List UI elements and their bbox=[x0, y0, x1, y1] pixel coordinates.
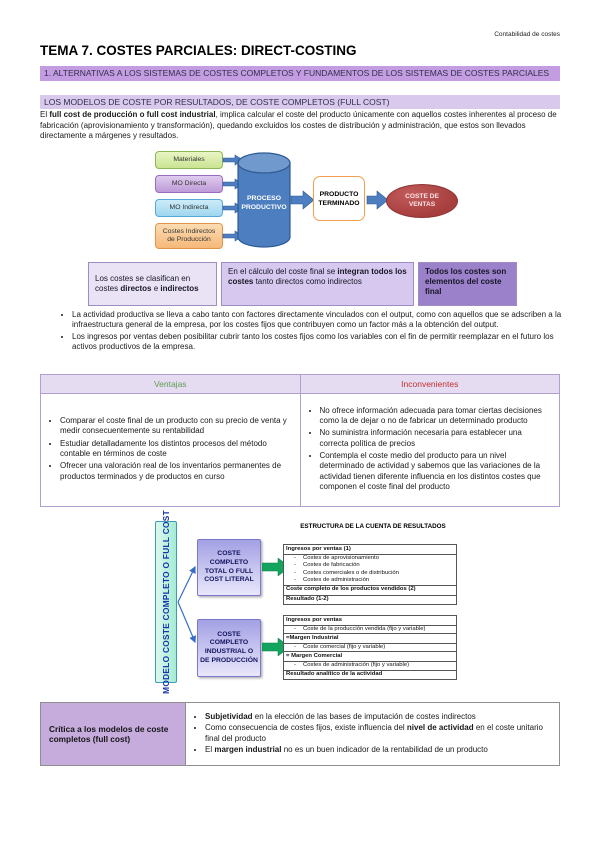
table-cell: Coste de la producción vendida (fijo y v… bbox=[303, 625, 426, 632]
ventajas-header: Ventajas bbox=[41, 375, 301, 393]
model-vertical-label-box: MODELO COSTE COMPLETO O FULL COST bbox=[155, 510, 177, 694]
cylinder-icon bbox=[237, 152, 291, 248]
pros-cons-table: Ventajas Inconvenientes Comparar el cost… bbox=[40, 374, 560, 507]
flow-input-costes-indirectos: Costes Indirectos de Producción bbox=[155, 223, 223, 249]
model-box-industrial: COSTE COMPLETO INDUSTRIAL O DE PRODUCCIÓ… bbox=[197, 619, 261, 677]
dash-marker: - bbox=[294, 554, 296, 561]
table-deductions-group: -Costes de aprovisionamiento -Costes de … bbox=[283, 553, 457, 586]
process-label: PROCESO PRODUCTIVO bbox=[241, 195, 287, 211]
dash-marker: - bbox=[294, 661, 296, 668]
list-item: Estudiar detalladamente los distintos pr… bbox=[60, 439, 292, 460]
dash-marker: - bbox=[294, 577, 296, 584]
page-title: TEMA 7. COSTES PARCIALES: DIRECT-COSTING bbox=[40, 43, 357, 58]
list-item: Ofrecer una valoración real de los inven… bbox=[60, 461, 292, 482]
table-row: -Costes de administración bbox=[284, 577, 456, 585]
critique-body-cell: Subjetividad en la elección de las bases… bbox=[186, 703, 559, 765]
sales-cost-ellipse: COSTE DE VENTAS bbox=[386, 184, 458, 218]
classification-row: Los costes se clasifican en costes direc… bbox=[88, 262, 517, 306]
list-item: Subjetividad en la elección de las bases… bbox=[205, 712, 551, 722]
results-structure-title: ESTRUCTURA DE LA CUENTA DE RESULTADOS bbox=[300, 523, 446, 530]
results-table-full-cost: Ingresos por ventas (1) -Costes de aprov… bbox=[283, 544, 457, 606]
dash-marker: - bbox=[294, 569, 296, 576]
pros-cons-body-row: Comparar el coste final de un producto c… bbox=[41, 394, 559, 506]
table-row: Resultado analítico de la actividad bbox=[283, 669, 457, 681]
intro-paragraph: El full cost de producción o full cost i… bbox=[40, 110, 557, 141]
dash-marker: - bbox=[294, 562, 296, 569]
table-cell: Costes de administración bbox=[303, 577, 370, 584]
classification-text: Los costes se clasifican en costes direc… bbox=[95, 274, 199, 293]
list-item: Contempla el coste medio del producto pa… bbox=[320, 451, 552, 492]
table-row: -Costes de fabricación bbox=[284, 562, 456, 570]
inconvenientes-cell: No ofrece información adecuada para toma… bbox=[301, 394, 560, 506]
critique-table: Crítica a los modelos de coste completos… bbox=[40, 702, 560, 766]
process-cylinder: PROCESO PRODUCTIVO bbox=[237, 152, 291, 248]
table-cell: Costes comerciales o de distribución bbox=[303, 569, 399, 576]
list-item: La actividad productiva se lleva a cabo … bbox=[72, 310, 577, 331]
connector-arrows-icon bbox=[177, 565, 196, 644]
list-item: El margen industrial no es un buen indic… bbox=[205, 745, 551, 755]
dash-marker: - bbox=[294, 643, 296, 650]
inconvenientes-header: Inconvenientes bbox=[401, 379, 459, 389]
flow-input-mo-indirecta: MO Indirecta bbox=[155, 199, 223, 217]
list-item: Comparar el coste final de un producto c… bbox=[60, 416, 292, 437]
dash-marker: - bbox=[294, 625, 296, 632]
list-item: No ofrece información adecuada para toma… bbox=[320, 406, 552, 427]
model-box-full-cost-literal: COSTE COMPLETO TOTAL O FULL COST LITERAL bbox=[197, 539, 261, 596]
list-item: Como consecuencia de costes fijos, exist… bbox=[205, 723, 551, 744]
table-row: Resultado (1-2) bbox=[283, 594, 457, 606]
principles-list: La actividad productiva se lleva a cabo … bbox=[56, 310, 577, 354]
classification-box-integran-costes: En el cálculo del coste final se integra… bbox=[221, 262, 414, 306]
pros-cons-header-row: Ventajas Inconvenientes bbox=[41, 375, 559, 394]
flow-input-materiales: Materiales bbox=[155, 151, 223, 169]
critique-label-cell: Crítica a los modelos de coste completos… bbox=[41, 703, 186, 765]
product-box: PRODUCTO TERMINADO bbox=[313, 176, 365, 221]
table-cell: Costes de administración (fijo y variabl… bbox=[303, 661, 410, 668]
header-note: Contabilidad de costes bbox=[494, 31, 560, 38]
classification-box-directos-indirectos: Los costes se clasifican en costes direc… bbox=[88, 262, 217, 306]
table-row: -Costes de aprovisionamiento bbox=[284, 555, 456, 563]
model-vertical-label: MODELO COSTE COMPLETO O FULL COST bbox=[161, 510, 171, 694]
classification-box-elementos-coste: Todos los costes son elementos del coste… bbox=[418, 262, 517, 306]
list-item: No suministra información necesaria para… bbox=[320, 428, 552, 449]
section-heading: 1. ALTERNATIVAS A LOS SISTEMAS DE COSTES… bbox=[40, 66, 560, 81]
table-cell: Coste comercial (fijo y variable) bbox=[303, 643, 386, 650]
table-cell: Costes de fabricación bbox=[303, 562, 360, 569]
table-row: -Costes comerciales o de distribución bbox=[284, 570, 456, 578]
list-item: Los ingresos por ventas deben posibilita… bbox=[72, 332, 577, 353]
table-cell: Costes de aprovisionamiento bbox=[303, 554, 379, 561]
section-subheading: LOS MODELOS DE COSTE POR RESULTADOS, DE … bbox=[40, 95, 560, 109]
flow-input-mo-directa: MO Directa bbox=[155, 175, 223, 193]
results-table-industrial: Ingresos por ventas -Coste de la producc… bbox=[283, 615, 457, 681]
ventajas-cell: Comparar el coste final de un producto c… bbox=[41, 394, 301, 506]
